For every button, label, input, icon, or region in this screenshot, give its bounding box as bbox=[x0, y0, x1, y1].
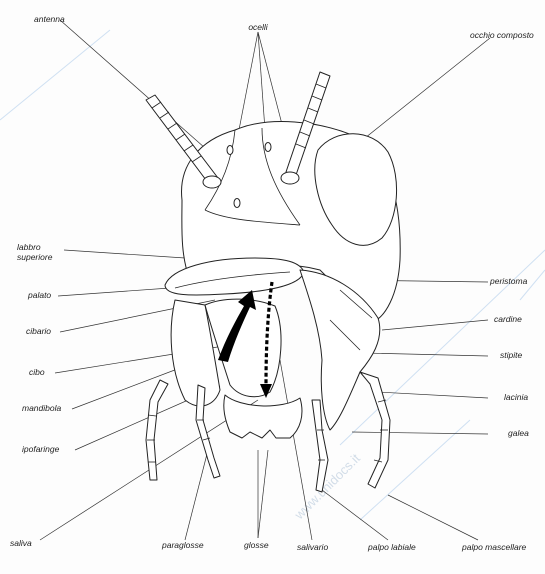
label-salivario: salivario bbox=[297, 542, 328, 552]
label-glosse: glosse bbox=[244, 540, 269, 550]
label-paraglosse: paraglosse bbox=[162, 540, 204, 550]
label-stipite: stipite bbox=[500, 350, 522, 360]
label-antenna: antenna bbox=[34, 14, 65, 24]
label-saliva: saliva bbox=[10, 538, 32, 548]
antenna-right-base bbox=[281, 172, 299, 184]
labium bbox=[224, 395, 302, 438]
label-ipofaringe: ipofaringe bbox=[22, 444, 59, 454]
antenna-left bbox=[146, 95, 218, 184]
ocellus-left bbox=[227, 146, 233, 155]
label-mandibola: mandibola bbox=[22, 403, 61, 413]
label-palpo-labiale: palpo labiale bbox=[368, 542, 416, 552]
label-peristoma: peristoma bbox=[490, 276, 527, 286]
label-palpo-mascellare: palpo mascellare bbox=[462, 542, 526, 552]
label-ocelli: ocelli bbox=[238, 22, 278, 32]
antenna-left-base bbox=[203, 176, 221, 188]
label-galea: galea bbox=[508, 428, 529, 438]
label-labbro-line2: superiore bbox=[17, 252, 52, 262]
ocellus-median bbox=[234, 199, 240, 208]
label-lacinia: lacinia bbox=[504, 392, 528, 402]
label-occhio-composto: occhio composto bbox=[470, 30, 534, 40]
label-labbro-superiore: labbro superiore bbox=[17, 242, 52, 262]
ocellus-right bbox=[265, 143, 271, 152]
label-cardine: cardine bbox=[494, 314, 522, 324]
label-palato: palato bbox=[28, 290, 51, 300]
label-cibario: cibario bbox=[26, 326, 51, 336]
label-cibo: cibo bbox=[29, 367, 45, 377]
label-labbro-line1: labbro bbox=[17, 242, 52, 252]
